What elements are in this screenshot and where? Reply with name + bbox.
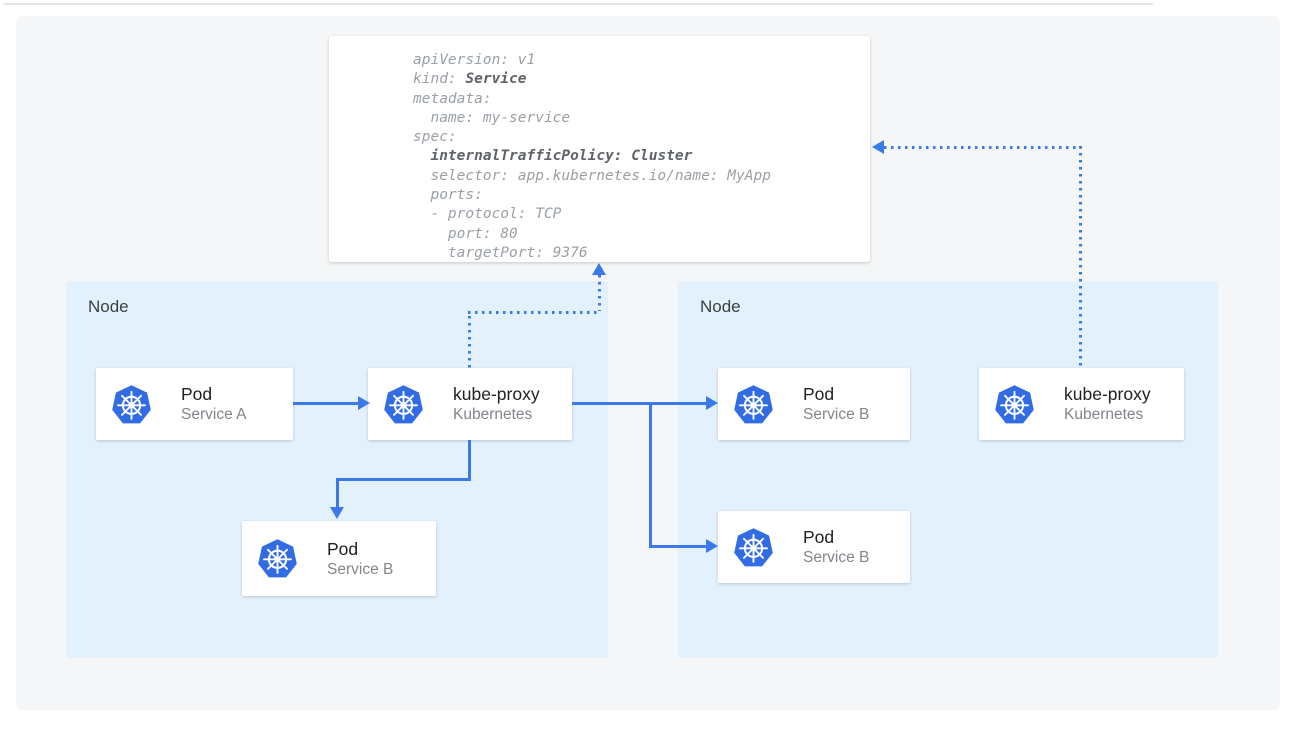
kubernetes-icon <box>994 384 1035 425</box>
yaml-line: targetPort: 9376 <box>413 244 588 261</box>
arrowhead-down-icon <box>330 507 344 519</box>
card-subtitle: Kubernetes <box>453 406 533 423</box>
yaml-line: name: my-service <box>413 109 571 126</box>
node-left: Node <box>66 281 608 658</box>
card-title: kube-proxy <box>453 384 540 404</box>
service-yaml-box: apiVersion: v1 kind: Service metadata: n… <box>329 36 870 262</box>
kubernetes-icon <box>383 384 424 425</box>
card-title: Pod <box>803 527 835 547</box>
card-pod-service-b-left: Pod Service B <box>242 521 436 596</box>
kubernetes-icon <box>257 538 298 579</box>
yaml-line: - protocol: TCP <box>413 206 562 223</box>
card-kube-proxy-right: kube-proxy Kubernetes <box>979 368 1184 440</box>
arrowhead-right-icon <box>358 396 370 410</box>
kubernetes-icon <box>111 384 152 425</box>
node-right-label: Node <box>700 297 741 316</box>
kubernetes-icon <box>733 527 774 568</box>
card-pod-service-b-right-bottom: Pod Service B <box>718 511 910 583</box>
yaml-line: ports: <box>413 187 483 204</box>
arrowhead-up-icon <box>592 263 606 275</box>
card-title: kube-proxy <box>1064 384 1151 404</box>
arrowhead-right-icon <box>706 539 718 553</box>
card-title: Pod <box>181 384 213 404</box>
yaml-line: apiVersion: v1 <box>413 52 536 68</box>
card-pod-service-b-right-top: Pod Service B <box>718 368 910 440</box>
card-title: Pod <box>803 384 835 404</box>
card-subtitle: Service B <box>803 549 870 566</box>
yaml-line: kind: Service <box>413 71 527 88</box>
card-subtitle: Service B <box>803 406 870 423</box>
yaml-line: selector: app.kubernetes.io/name: MyApp <box>413 167 771 184</box>
yaml-line: metadata: <box>413 90 492 107</box>
node-left-label: Node <box>88 297 129 316</box>
card-kube-proxy-left: kube-proxy Kubernetes <box>368 368 572 440</box>
yaml-line: spec: <box>413 129 457 146</box>
node-right: Node <box>678 281 1218 658</box>
kubernetes-icon <box>733 384 774 425</box>
arrowhead-right-icon <box>706 396 718 410</box>
card-subtitle: Kubernetes <box>1064 406 1144 423</box>
card-title: Pod <box>327 538 359 559</box>
top-divider <box>4 3 1153 5</box>
arrowhead-left-icon <box>872 140 884 154</box>
card-subtitle: Service B <box>327 560 394 578</box>
yaml-line: internalTrafficPolicy: Cluster <box>430 148 693 165</box>
card-subtitle: Service A <box>181 406 247 423</box>
yaml-line: port: 80 <box>413 225 518 242</box>
card-pod-service-a: Pod Service A <box>96 368 293 440</box>
